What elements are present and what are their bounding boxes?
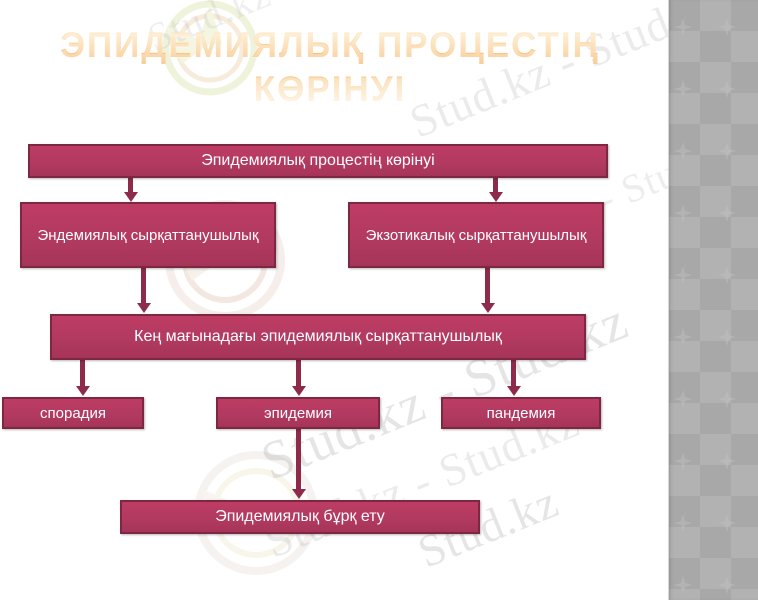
arrow-wide-to-pandemia (511, 360, 516, 387)
decorative-side-pattern (668, 0, 758, 600)
node-root: Эпидемиялық процестің көрінуі (28, 144, 608, 178)
page-title-line-2: КӨРІНУІ (253, 70, 407, 109)
node-sporadia: спорадия (2, 397, 144, 429)
arrow-wide-to-epidemia (296, 360, 301, 387)
arrow-root-to-exotic (493, 178, 498, 193)
node-exotic: Экзотикалық сырқаттанушылық (348, 202, 604, 268)
arrow-epidemia-to-outbreak (296, 429, 301, 490)
node-epidemia: эпидемия (216, 397, 380, 429)
node-outbreak: Эпидемиялық бұрқ ету (120, 500, 480, 534)
node-pandemia: пандемия (441, 397, 601, 429)
arrow-endemic-to-wide (141, 268, 146, 304)
arrow-root-to-endemic (128, 178, 133, 193)
arrow-wide-to-sporadia (80, 360, 85, 387)
arrow-exotic-to-wide (485, 268, 490, 304)
page-title: ЭПИДЕМИЯЛЫҚ ПРОЦЕСТІҢ КӨРІНУІ (0, 24, 660, 112)
sparkle-icon-group (674, 18, 736, 594)
node-endemic: Эндемиялық сырқаттанушылық (20, 202, 276, 268)
page-title-line-1: ЭПИДЕМИЯЛЫҚ ПРОЦЕСТІҢ (60, 26, 600, 65)
node-wide-sense-epidemic: Кең мағынадағы эпидемиялық сырқаттанушыл… (50, 314, 586, 360)
